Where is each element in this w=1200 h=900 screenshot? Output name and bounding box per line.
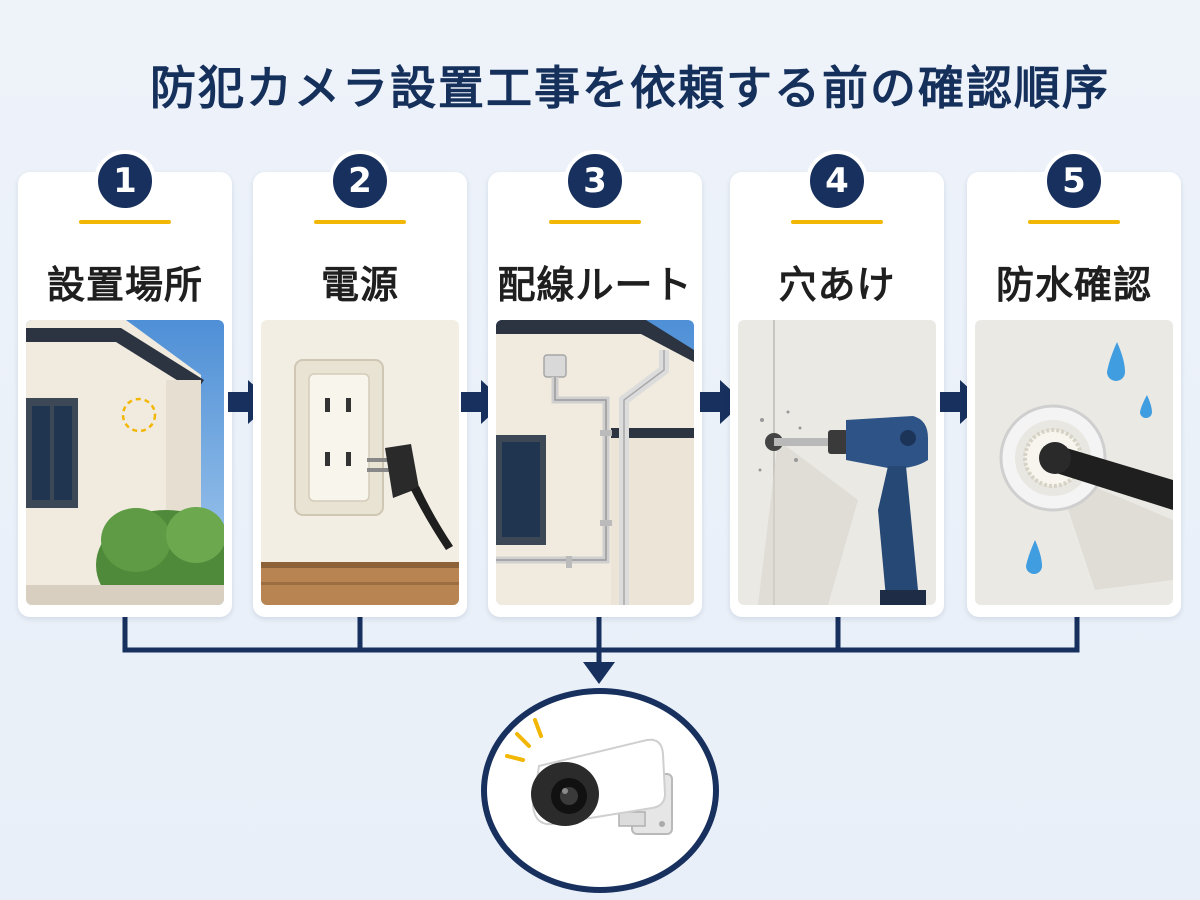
arrow-right-icon [461, 380, 505, 424]
step-underline [1028, 220, 1120, 224]
step-label: 配線ルート [497, 263, 693, 307]
page-title: 防犯カメラ設置工事を依頼する前の確認順序 [150, 61, 1110, 115]
arrow-right-icon [228, 380, 272, 424]
step-card-4: 4 穴あけ [730, 150, 944, 617]
step-card-1: 1 設置場所 [18, 150, 232, 617]
step-underline [314, 220, 406, 224]
step-underline [549, 220, 641, 224]
power-outlet-icon [261, 320, 459, 605]
step-number-badge: 4 [806, 150, 868, 212]
step-number-badge: 3 [564, 150, 626, 212]
step-label: 穴あけ [778, 263, 896, 307]
step-card-5: 5 防水確認 [967, 150, 1181, 617]
step-card-2: 2 電源 [253, 150, 467, 617]
step-number-badge: 5 [1043, 150, 1105, 212]
step-underline [791, 220, 883, 224]
step-label: 防水確認 [995, 263, 1152, 307]
step-card-3: 3 配線ルート [488, 150, 702, 617]
arrow-right-icon [940, 380, 984, 424]
step-underline [79, 220, 171, 224]
waterproof-seal-icon [975, 320, 1173, 605]
step-number-badge: 1 [94, 150, 156, 212]
step-number-badge: 2 [329, 150, 391, 212]
arrow-right-icon [700, 380, 744, 424]
house-location-icon [26, 320, 224, 605]
wiring-conduit-icon [496, 320, 694, 605]
security-camera-icon [481, 688, 719, 893]
step-label: 設置場所 [46, 263, 203, 307]
drill-icon [738, 320, 936, 605]
step-label: 電源 [320, 263, 399, 307]
